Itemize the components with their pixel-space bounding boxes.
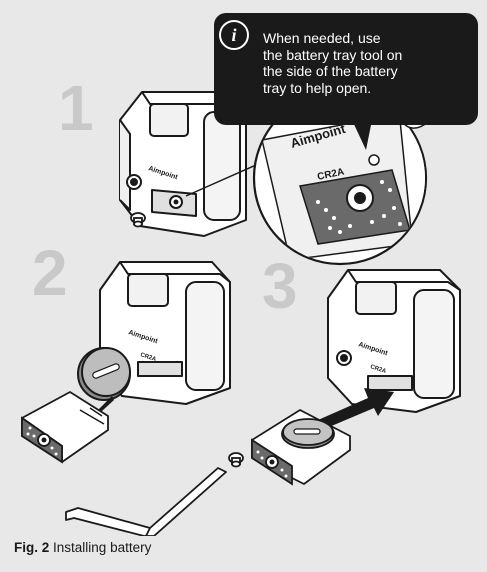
step-number-2: 2 [32,237,68,309]
sight-step-3: Aimpoint CR2A [328,270,460,412]
battery-coin-step-2 [78,348,130,400]
hex-key-tool [66,468,226,536]
screw-step-2 [229,453,243,467]
step-number-1: 1 [58,72,94,144]
figure-label: Fig. 2 [14,540,49,555]
info-icon: i [219,20,249,50]
figure-caption: Fig. 2 Installing battery [14,540,151,555]
battery-tray-step-2 [22,392,108,462]
callout-text: When needed, use the battery tray tool o… [263,30,403,96]
screw-step-1 [131,213,145,227]
step-number-3: 3 [262,250,298,322]
figure-title: Installing battery [53,540,151,555]
